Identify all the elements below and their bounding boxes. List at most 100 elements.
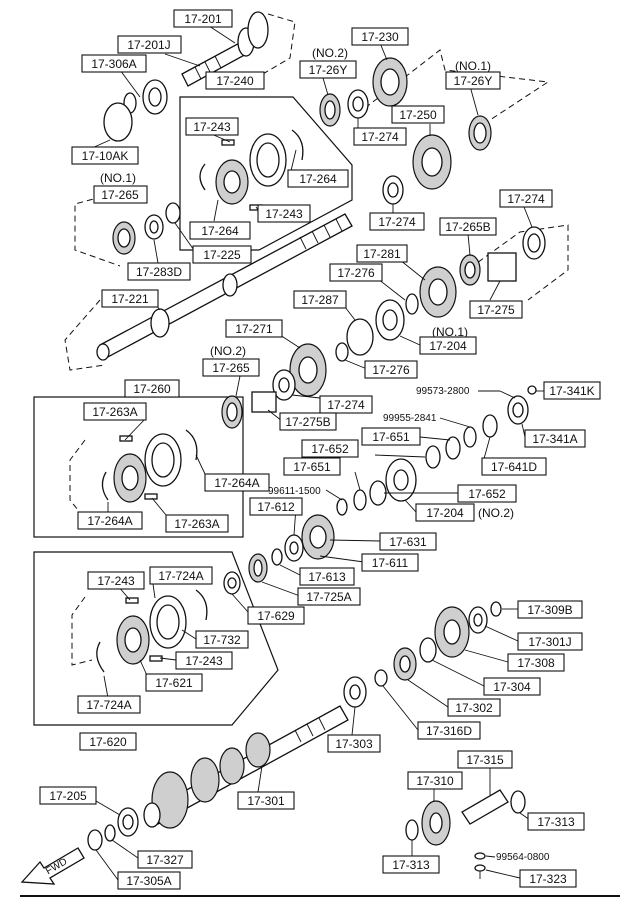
svg-text:17-316D: 17-316D	[426, 724, 472, 738]
needle-bearing-17-274-lower	[272, 369, 296, 401]
svg-text:17-275: 17-275	[477, 303, 515, 317]
label-17-315: 17-315	[457, 750, 513, 769]
label-17-205: 17-205	[39, 786, 97, 805]
svg-text:17-651: 17-651	[372, 430, 410, 444]
label-no2-c: (NO.2)	[478, 506, 514, 520]
idler-shaft-17-315	[461, 789, 509, 825]
needle-bearing-17-274-right	[522, 226, 546, 260]
svg-text:17-243: 17-243	[193, 120, 231, 134]
svg-text:17-201J: 17-201J	[127, 38, 170, 52]
svg-text:17-301: 17-301	[247, 794, 285, 808]
label-17-264-b: 17-264	[189, 221, 251, 240]
label-17-263a-a: 17-263A	[83, 402, 147, 421]
ring-17-287	[346, 318, 374, 356]
label-17-204-b: 17-204	[415, 503, 475, 522]
svg-text:17-281: 17-281	[363, 247, 401, 261]
snap-ring-17-305a	[87, 829, 103, 851]
label-17-652-b: 17-652	[457, 484, 517, 503]
reverse-idler-gear-17-310	[421, 800, 451, 846]
group-frame-17-620	[33, 551, 279, 726]
label-99611-1500: 99611-1500	[268, 486, 321, 497]
group-frame-17-240	[179, 96, 353, 251]
svg-text:17-221: 17-221	[111, 292, 149, 306]
svg-text:17-287: 17-287	[301, 293, 339, 307]
nut-17-629	[223, 571, 241, 595]
label-17-651-a: 17-651	[361, 427, 421, 446]
label-17-620: 17-620	[79, 732, 137, 751]
needle-bearing-17-612	[284, 534, 304, 562]
label-17-274-b: 17-274	[369, 212, 425, 231]
thrust-washer-17-276-a	[405, 293, 419, 315]
gear-17-250	[412, 134, 452, 190]
dashed-group-outline-main-shaft	[64, 299, 106, 371]
washer-17-613	[271, 548, 283, 566]
svg-text:17-271: 17-271	[235, 322, 273, 336]
label-99573-2800: 99573-2800	[416, 386, 470, 397]
label-17-26y-b: 17-26Y	[445, 71, 501, 90]
label-17-612: 17-612	[249, 497, 303, 516]
label-17-243-b: 17-243	[257, 204, 311, 223]
bearing-17-301j	[468, 606, 488, 634]
label-17-271: 17-271	[225, 319, 283, 338]
washer-99611-1500	[336, 498, 348, 516]
label-no2-b: (NO.2)	[210, 344, 246, 358]
svg-text:17-276: 17-276	[372, 363, 410, 377]
label-17-309b: 17-309B	[517, 600, 583, 619]
label-17-629: 17-629	[247, 606, 305, 625]
label-17-306a: 17-306A	[81, 54, 147, 73]
label-17-283d: 17-283D	[127, 262, 191, 281]
washer-99564-0800	[474, 852, 486, 860]
gear-17-281	[419, 266, 457, 318]
snap-ring-17-651-a	[445, 436, 461, 460]
blocker-ring-17-26y-no2	[319, 93, 341, 127]
label-17-724a-a: 17-724A	[149, 566, 213, 585]
label-17-651-b: 17-651	[283, 457, 341, 476]
label-17-305a: 17-305A	[117, 871, 181, 890]
blocker-ring-17-725a	[248, 553, 268, 583]
leader-lines	[91, 23, 544, 881]
synchronizer-17-240-parts	[199, 129, 304, 211]
gear-17-230	[372, 57, 408, 107]
svg-text:17-264: 17-264	[201, 224, 239, 238]
label-17-302: 17-302	[447, 698, 501, 717]
svg-text:17-313: 17-313	[537, 815, 575, 829]
svg-text:17-205: 17-205	[49, 789, 87, 803]
svg-text:17-315: 17-315	[466, 753, 504, 767]
label-17-265b: 17-265B	[439, 217, 497, 236]
gear-17-611	[301, 514, 335, 560]
bearing-17-204-no2	[385, 458, 417, 502]
label-17-240: 17-240	[205, 71, 265, 90]
svg-text:17-265: 17-265	[212, 361, 250, 375]
main-shaft-17-221	[96, 213, 353, 361]
label-17-204-a: 17-204	[419, 336, 477, 355]
svg-text:17-341A: 17-341A	[532, 432, 577, 446]
label-17-243-d: 17-243	[175, 651, 233, 670]
dashed-group-outline-17-263a	[69, 439, 86, 516]
label-17-301: 17-301	[237, 791, 295, 810]
svg-text:17-612: 17-612	[257, 500, 295, 514]
label-17-243-c: 17-243	[87, 571, 145, 590]
dashed-group-outline-17-26y	[364, 49, 550, 121]
spacer-17-316d	[374, 669, 388, 687]
synchronizer-17-620-parts	[96, 589, 208, 673]
svg-text:17-240: 17-240	[216, 74, 254, 88]
svg-text:17-310: 17-310	[416, 774, 454, 788]
label-17-732: 17-732	[195, 630, 249, 649]
label-17-276-a: 17-276	[329, 263, 383, 282]
label-17-274-c: 17-274	[499, 189, 553, 208]
svg-text:17-651: 17-651	[293, 460, 331, 474]
svg-text:17-283D: 17-283D	[136, 265, 182, 279]
gear-17-302	[393, 647, 417, 681]
svg-text:17-313: 17-313	[392, 858, 430, 872]
label-17-274-a: 17-274	[353, 127, 407, 146]
dashed-group-outline-17-243	[71, 596, 93, 666]
svg-text:17-201: 17-201	[184, 12, 222, 26]
svg-text:17-243: 17-243	[185, 654, 223, 668]
label-17-10ak: 17-10AK	[71, 146, 139, 165]
svg-text:17-264: 17-264	[299, 172, 337, 186]
label-no1-a: (NO.1)	[100, 171, 136, 185]
label-17-327: 17-327	[137, 850, 193, 869]
needle-bearing-17-274-mid	[382, 175, 404, 205]
blocker-ring-17-26y-no1	[468, 115, 492, 151]
